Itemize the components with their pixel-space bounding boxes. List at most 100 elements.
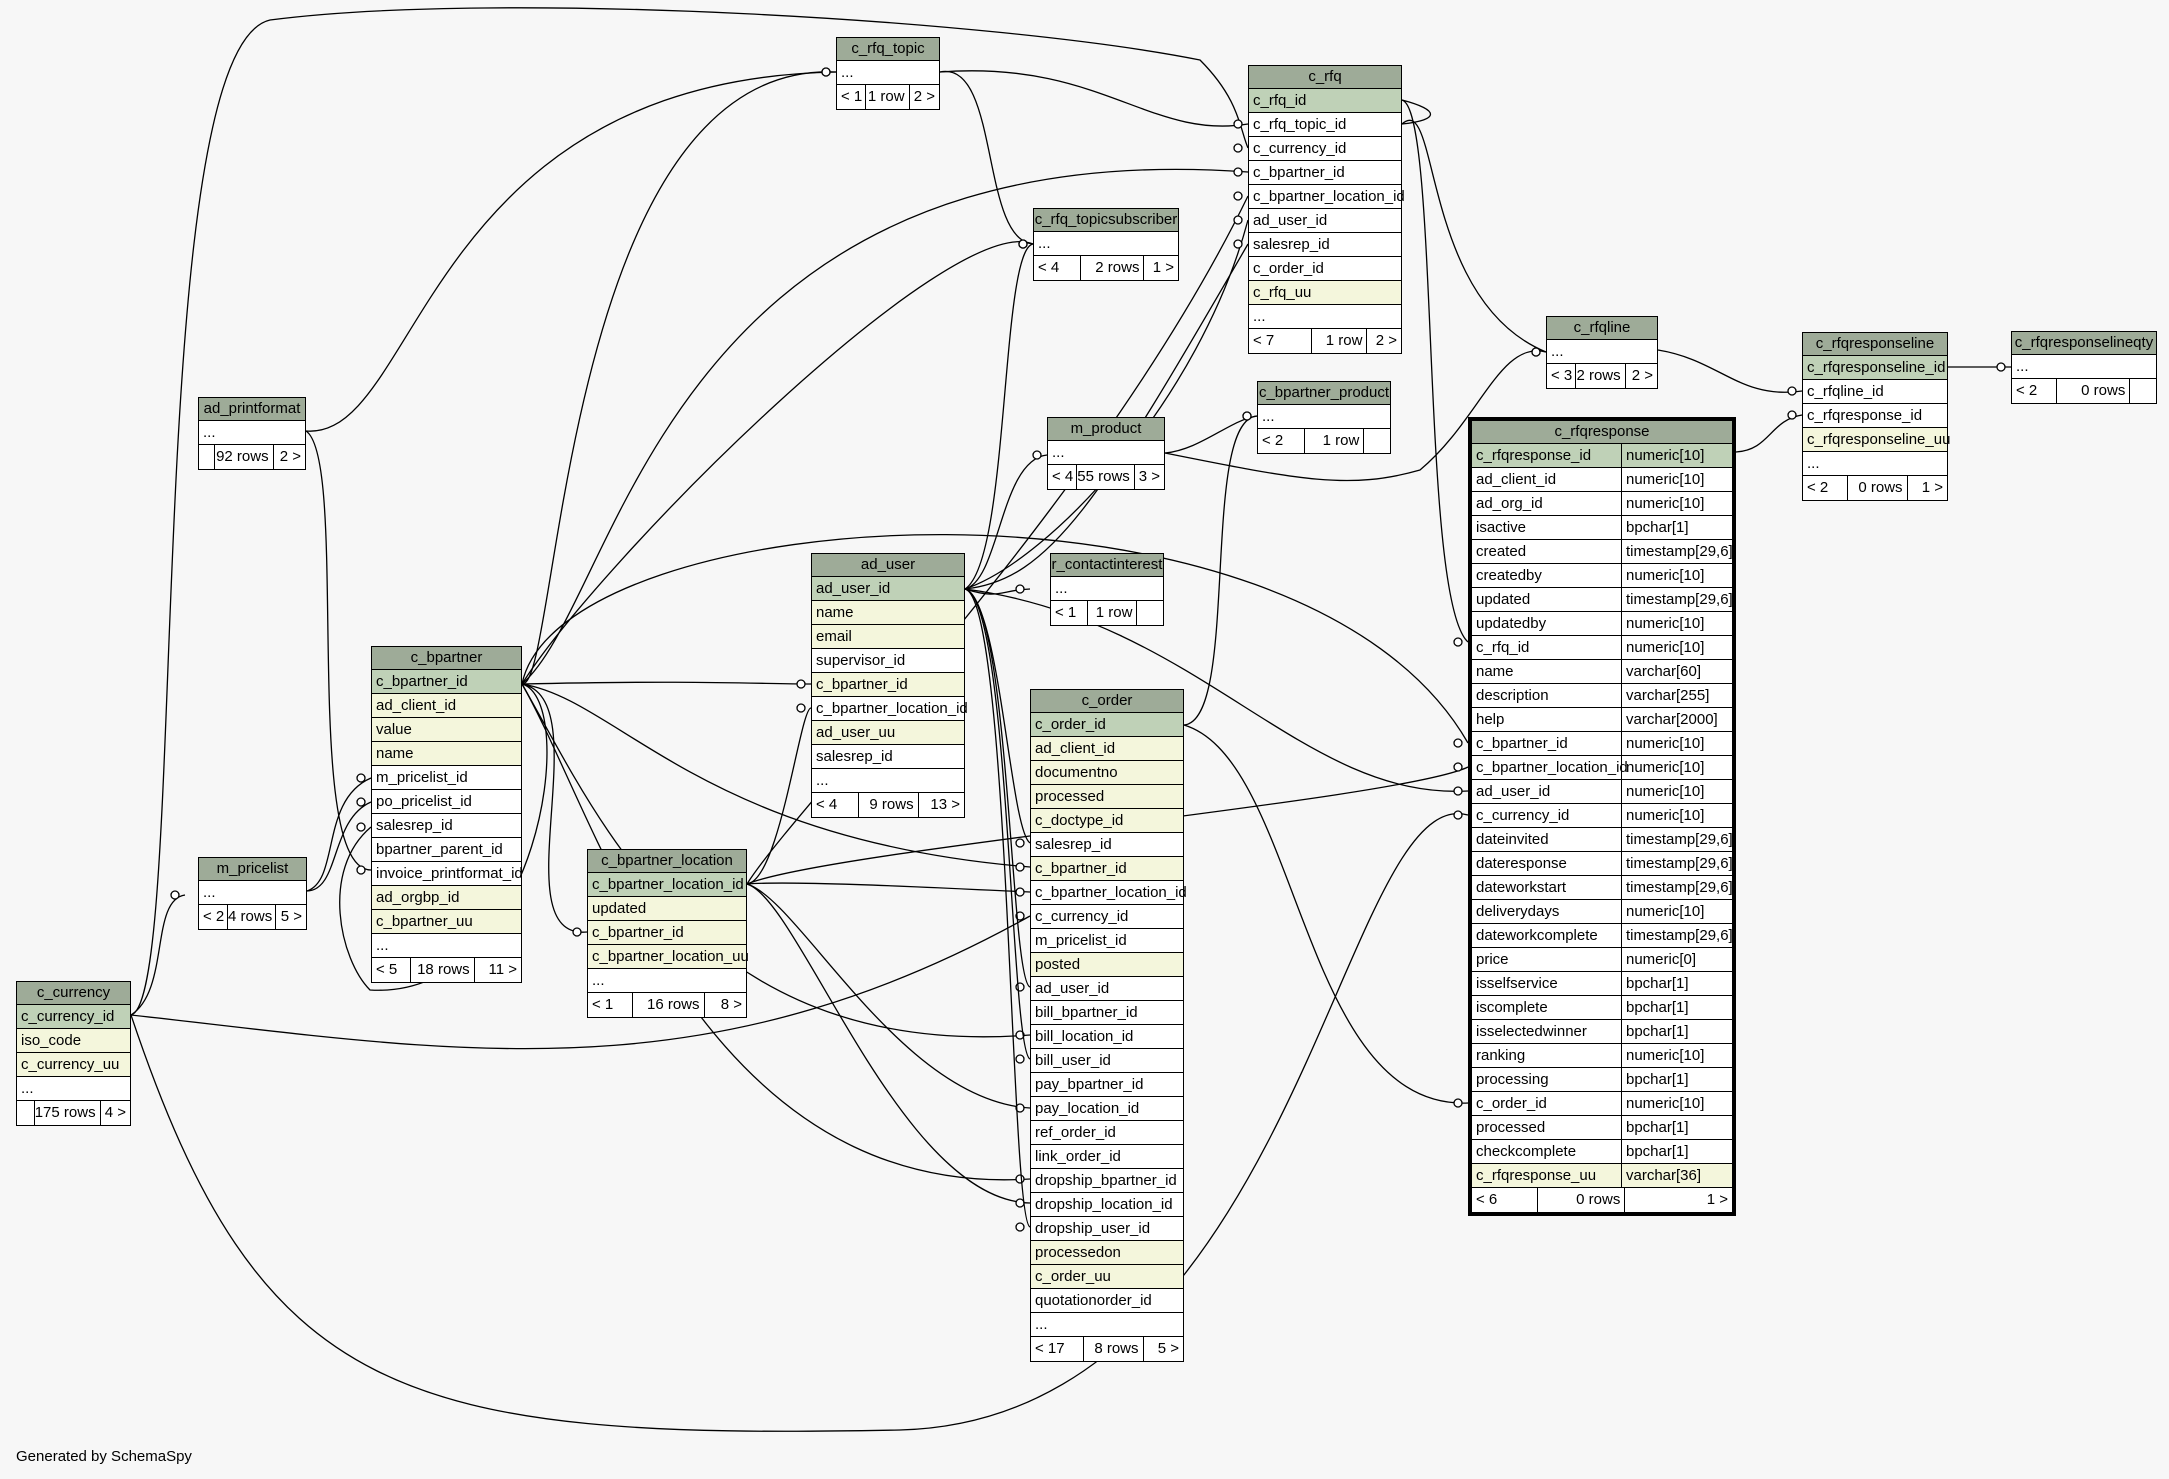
children-link[interactable]: 1 >: [1706, 1191, 1728, 1208]
generated-by-text: Generated by SchemaSpy: [16, 1448, 192, 1465]
optional-marker: [1453, 1098, 1463, 1108]
parents-link[interactable]: [17, 1101, 35, 1125]
children-link[interactable]: 11 >: [488, 961, 518, 978]
parents-link[interactable]: < 1: [1051, 601, 1089, 625]
children-link[interactable]: 5 >: [1157, 1340, 1179, 1357]
column-name: c_order_id: [1253, 260, 1324, 277]
children-link[interactable]: 1 >: [1921, 479, 1943, 496]
column-type: timestamp[29,6]: [1621, 876, 1733, 899]
children-link[interactable]: [1364, 429, 1390, 453]
children-link[interactable]: 1 >: [1152, 259, 1174, 276]
parents-link[interactable]: < 5: [372, 958, 412, 982]
children-link[interactable]: 13 >: [930, 796, 961, 813]
children-link[interactable]: [1137, 601, 1163, 625]
parents-link[interactable]: < 4: [1034, 256, 1082, 280]
column-name: bpartner_parent_id: [376, 841, 503, 858]
parents-link[interactable]: < 3: [1547, 364, 1577, 388]
column-type: numeric[10]: [1621, 636, 1732, 659]
table-name: c_bpartner_location: [588, 850, 746, 873]
table-name: c_bpartner: [372, 647, 521, 670]
parents-link[interactable]: [199, 445, 215, 469]
column-name: ad_client_id: [376, 697, 457, 714]
column-type: bpchar[1]: [1621, 516, 1732, 539]
table-name: c_rfq_topicsubscriber: [1034, 209, 1178, 232]
row-count: 92 rows: [215, 445, 274, 469]
column-row: c_bpartner_location_id: [812, 697, 968, 721]
parents-link[interactable]: < 4: [1048, 465, 1078, 489]
column-name: ...: [1551, 343, 1564, 360]
children-link[interactable]: 2 >: [279, 448, 301, 465]
parents-link[interactable]: < 4: [812, 793, 860, 817]
column-row: c_rfq_uu: [1249, 281, 1401, 305]
column-name: c_order_uu: [1035, 1268, 1111, 1285]
children-link[interactable]: 2 >: [1375, 332, 1397, 349]
column-name: value: [376, 721, 412, 738]
parents-link[interactable]: < 1: [837, 85, 867, 109]
table-name: c_rfq_topic: [837, 38, 939, 61]
column-row: c_bpartner_id: [1249, 161, 1401, 185]
column-name: m_pricelist_id: [376, 769, 468, 786]
column-row: c_order_id: [1249, 257, 1401, 281]
column-name: ad_user_id: [1035, 980, 1110, 997]
optional-marker: [1018, 239, 1028, 249]
column-row: dropship_user_id: [1031, 1217, 1183, 1241]
row-count: 2 rows: [1081, 256, 1145, 280]
relationship-line: [1164, 415, 1258, 454]
optional-marker: [821, 67, 831, 77]
column-name: c_order_id: [1476, 1095, 1547, 1112]
column-row: dropship_bpartner_id: [1031, 1169, 1183, 1193]
column-row: ...: [1547, 340, 1657, 364]
parents-link[interactable]: < 7: [1249, 329, 1313, 353]
children-link[interactable]: 2 >: [913, 88, 935, 105]
relationship-line: [939, 71, 1034, 245]
column-name: processed: [1476, 1119, 1546, 1136]
optional-marker: [1531, 347, 1541, 357]
parents-link[interactable]: < 2: [1803, 476, 1849, 500]
children-link[interactable]: 8 >: [720, 996, 742, 1013]
column-name: dropship_user_id: [1035, 1220, 1151, 1237]
parents-link[interactable]: < 17: [1031, 1337, 1085, 1361]
parents-link[interactable]: < 2: [1258, 429, 1306, 453]
children-link[interactable]: 2 >: [1631, 367, 1653, 384]
children-link[interactable]: 3 >: [1138, 468, 1160, 485]
column-type: bpchar[1]: [1621, 996, 1732, 1019]
column-row: c_order_uu: [1031, 1265, 1183, 1289]
column-name: ...: [376, 937, 389, 954]
children-link[interactable]: 4 >: [104, 1104, 126, 1121]
column-name: c_bpartner_id: [1476, 735, 1568, 752]
column-name: name: [376, 745, 414, 762]
column-name: ...: [1035, 1316, 1048, 1333]
parents-link[interactable]: < 1: [588, 993, 634, 1017]
parents-link[interactable]: < 2: [199, 905, 229, 929]
optional-marker: [1015, 887, 1025, 897]
table-name: m_pricelist: [199, 858, 306, 881]
parents-link[interactable]: < 6: [1472, 1188, 1539, 1212]
children-link[interactable]: 5 >: [280, 908, 302, 925]
parents-link[interactable]: < 2: [2012, 379, 2058, 403]
children-link[interactable]: [2130, 379, 2156, 403]
column-type: numeric[10]: [1621, 756, 1732, 779]
column-type: numeric[10]: [1621, 1092, 1732, 1115]
